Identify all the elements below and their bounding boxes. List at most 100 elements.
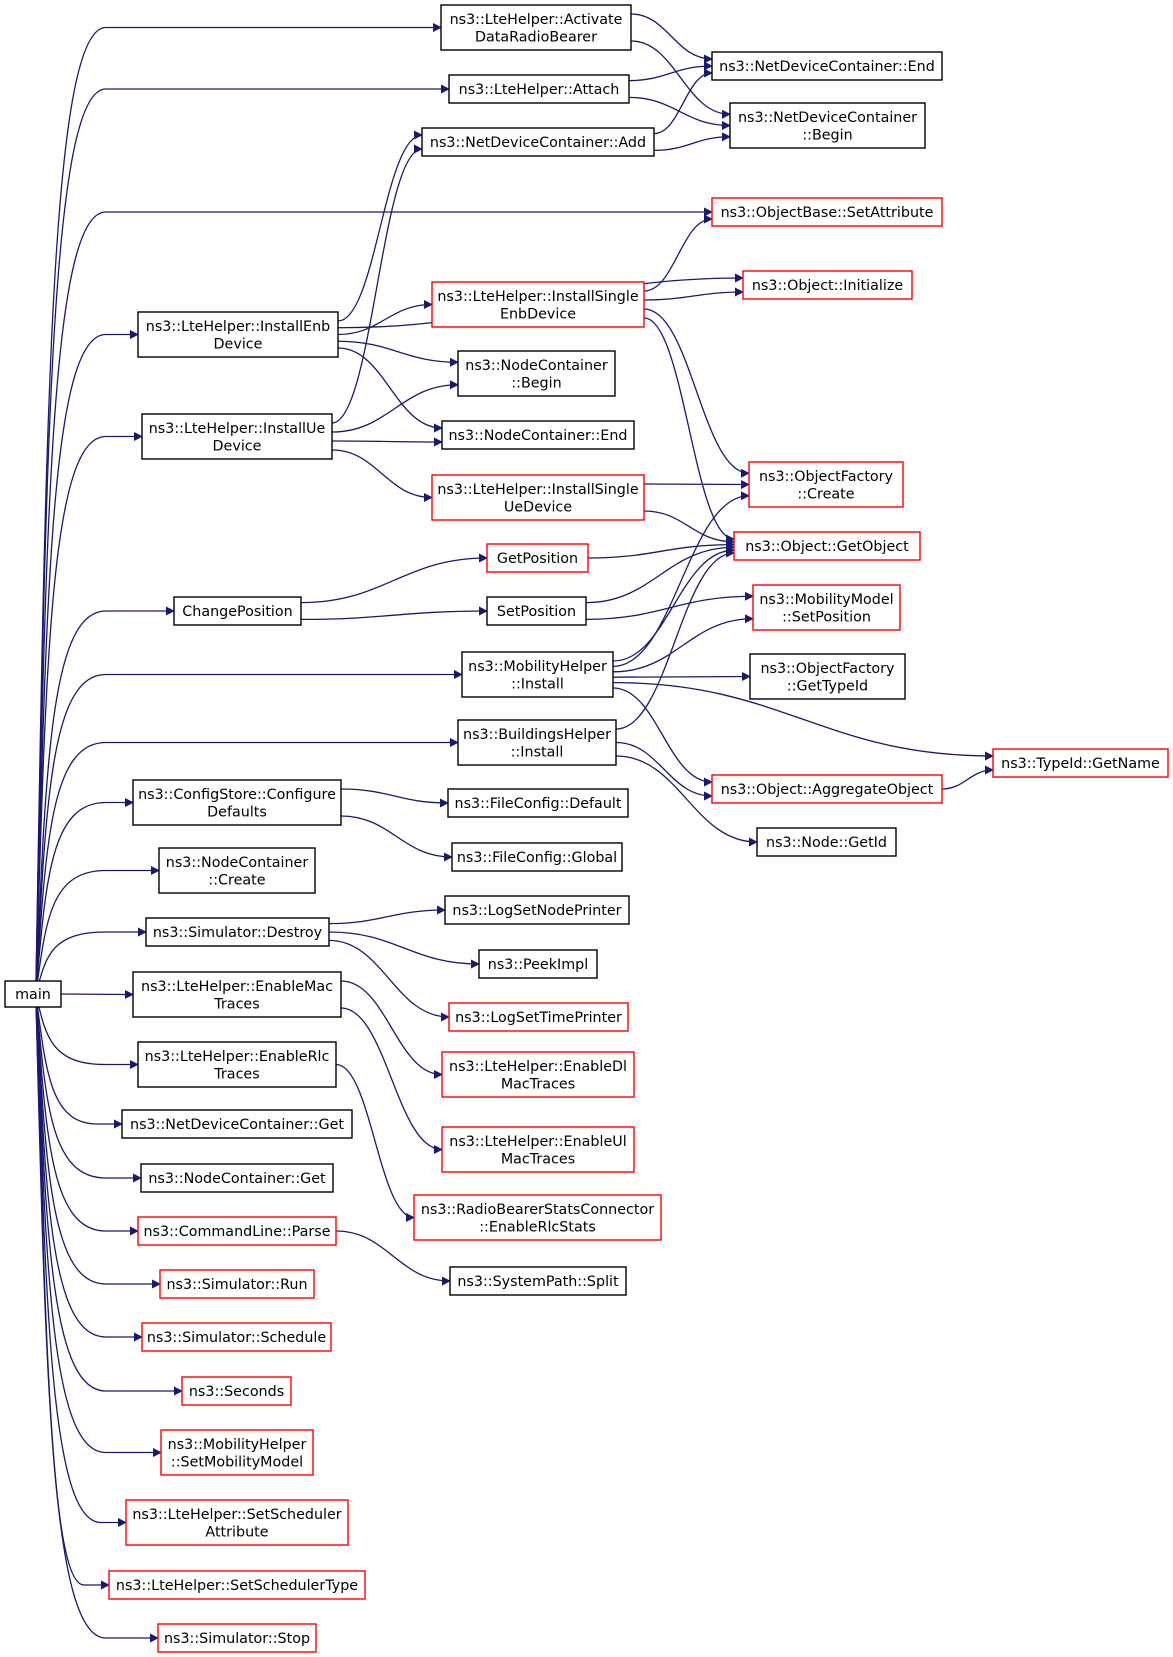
nodes-layer: main ns3::LteHelper::ActivateDataRadioBea… <box>4 4 1169 1653</box>
node-mhInstall[interactable]: ns3::MobilityHelper::Install <box>461 651 614 698</box>
node-box <box>137 311 339 358</box>
node-ncEnd[interactable]: ns3::NodeContainer::End <box>441 420 635 450</box>
node-logNode[interactable]: ns3::LogSetNodePrinter <box>444 895 630 925</box>
node-label: ns3::ObjectBase::SetAttribute <box>721 205 934 221</box>
node-setAttr[interactable]: ns3::ObjectBase::SetAttribute <box>711 197 943 227</box>
node-simSchedule[interactable]: ns3::Simulator::Schedule <box>141 1322 332 1352</box>
edge-setPosition-to-getObject <box>585 542 735 604</box>
node-label: ::Create <box>208 872 265 888</box>
node-ndcAdd[interactable]: ns3::NetDeviceContainer::Add <box>421 127 655 157</box>
node-logTime[interactable]: ns3::LogSetTimePrinter <box>448 1002 629 1032</box>
edge-main-to-setAttr <box>35 207 713 995</box>
node-box <box>756 827 897 857</box>
edge-main-to-simStop <box>35 993 159 1643</box>
node-box <box>449 1266 627 1296</box>
node-label: ns3::NodeContainer <box>166 855 309 871</box>
node-ndcGet[interactable]: ns3::NetDeviceContainer::Get <box>121 1109 353 1139</box>
node-setPosition[interactable]: SetPosition <box>486 596 587 626</box>
node-ncGet[interactable]: ns3::NodeContainer::Get <box>140 1163 334 1193</box>
node-box <box>125 1499 349 1546</box>
node-fcGlobal[interactable]: ns3::FileConfig::Global <box>451 842 623 872</box>
node-spSplit[interactable]: ns3::SystemPath::Split <box>449 1266 627 1296</box>
node-ofGetTypeId[interactable]: ns3::ObjectFactory::GetTypeId <box>749 653 906 700</box>
node-label: ns3::NetDeviceContainer <box>738 110 917 126</box>
node-ncCreate[interactable]: ns3::NodeContainer::Create <box>158 847 316 894</box>
node-label: SetPosition <box>497 604 576 620</box>
node-box <box>421 127 655 157</box>
node-label: ns3::LteHelper::EnableUl <box>449 1134 626 1150</box>
node-box <box>444 895 630 925</box>
node-box <box>711 51 943 81</box>
edge-mhInstall-to-getObject <box>612 545 735 662</box>
node-box <box>145 917 330 947</box>
node-simStop[interactable]: ns3::Simulator::Stop <box>157 1623 317 1653</box>
node-label: ::Begin <box>802 127 852 143</box>
node-label: ns3::Simulator::Destroy <box>153 925 323 941</box>
node-getObject[interactable]: ns3::Object::GetObject <box>733 531 921 561</box>
node-peekImpl[interactable]: ns3::PeekImpl <box>478 949 598 979</box>
node-label: MacTraces <box>501 1076 575 1092</box>
edge-main-to-clParse <box>35 993 139 1236</box>
node-box <box>121 1109 353 1139</box>
node-objInit[interactable]: ns3::Object::Initialize <box>742 270 913 300</box>
node-simRun[interactable]: ns3::Simulator::Run <box>159 1269 315 1299</box>
node-label: ns3::MobilityHelper <box>468 659 607 675</box>
node-box <box>748 461 904 508</box>
node-getPosition[interactable]: GetPosition <box>486 543 589 573</box>
node-label: ns3::Simulator::Run <box>166 1277 307 1293</box>
node-seconds[interactable]: ns3::Seconds <box>181 1376 292 1406</box>
node-box <box>137 1041 337 1088</box>
node-simDestroy[interactable]: ns3::Simulator::Destroy <box>145 917 330 947</box>
edge-main-to-ncGet <box>35 993 142 1183</box>
node-box <box>447 788 629 818</box>
node-mhSetModel[interactable]: ns3::MobilityHelper::SetMobilityModel <box>160 1429 314 1476</box>
node-ndcEnd[interactable]: ns3::NetDeviceContainer::End <box>711 51 943 81</box>
node-clParse[interactable]: ns3::CommandLine::Parse <box>137 1216 337 1246</box>
node-attach[interactable]: ns3::LteHelper::Attach <box>448 74 630 104</box>
node-ofCreate[interactable]: ns3::ObjectFactory::Create <box>748 461 904 508</box>
node-label: ns3::BuildingsHelper <box>463 727 611 743</box>
node-label: ns3::Object::AggregateObject <box>721 782 934 798</box>
node-box <box>461 651 614 698</box>
edge-getPosition-to-getObject <box>587 540 735 559</box>
node-main[interactable]: main <box>4 980 62 1008</box>
node-bhInstall[interactable]: ns3::BuildingsHelper::Install <box>457 719 617 766</box>
node-aggObj[interactable]: ns3::Object::AggregateObject <box>711 774 943 804</box>
edge-main-to-changePos <box>35 606 175 995</box>
node-ncBegin[interactable]: ns3::NodeContainer::Begin <box>457 350 616 397</box>
node-box <box>431 474 645 521</box>
edge-installSingleEnb-to-getObject <box>643 317 735 544</box>
node-box <box>173 596 302 626</box>
edge-enableRlc-to-rbStats <box>335 1063 415 1222</box>
edge-main-to-enableRlc <box>35 993 139 1069</box>
node-changePos[interactable]: ChangePosition <box>173 596 302 626</box>
node-typeIdName[interactable]: ns3::TypeId::GetName <box>992 748 1169 778</box>
node-ndcBegin[interactable]: ns3::NetDeviceContainer::Begin <box>729 102 926 149</box>
node-box <box>140 1163 334 1193</box>
node-label: ns3::LteHelper::EnableDl <box>449 1059 627 1075</box>
node-rbStats[interactable]: ns3::RadioBearerStatsConnector::EnableRl… <box>413 1194 662 1241</box>
node-nodeGetId[interactable]: ns3::Node::GetId <box>756 827 897 857</box>
node-setSchedType[interactable]: ns3::LteHelper::SetSchedulerType <box>108 1570 366 1600</box>
node-mmSetPos[interactable]: ns3::MobilityModel::SetPosition <box>752 584 901 631</box>
node-label: ns3::SystemPath::Split <box>457 1274 619 1290</box>
node-label: ns3::NodeContainer::Get <box>148 1171 326 1187</box>
edge-bhInstall-to-aggObj <box>615 741 713 801</box>
edge-installUe-to-ncBegin <box>331 380 459 433</box>
edge-main-to-bhInstall <box>35 738 459 995</box>
edge-installEnb-to-ncEnd <box>337 347 443 433</box>
node-fcDefault[interactable]: ns3::FileConfig::Default <box>447 788 629 818</box>
node-box <box>141 413 333 460</box>
node-label: Defaults <box>207 804 267 820</box>
